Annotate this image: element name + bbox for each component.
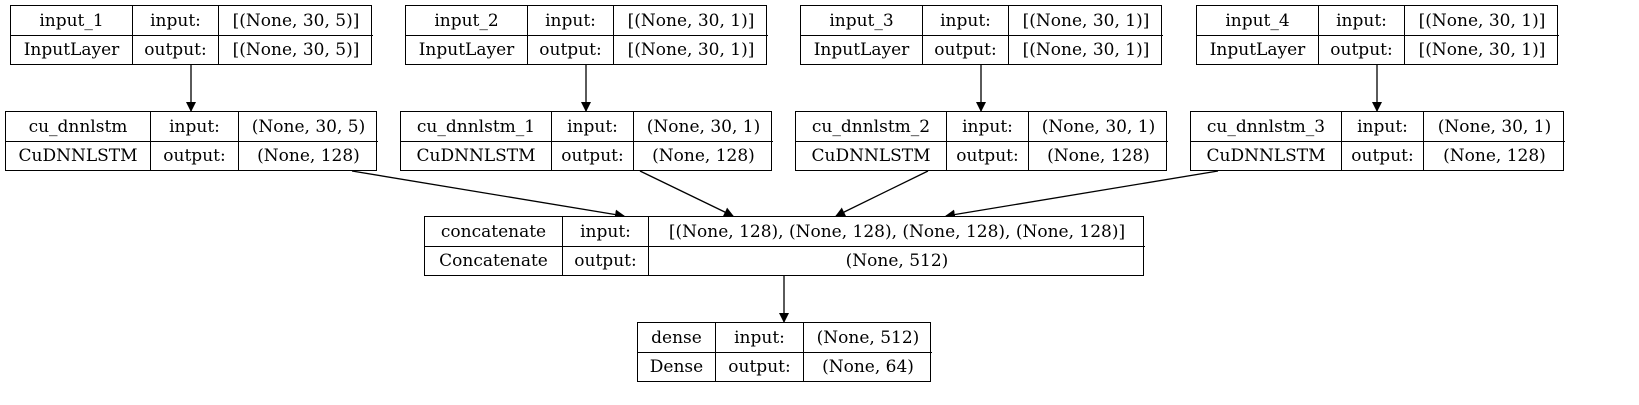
node-cu_dnnlstm: cu_dnnlstm input:(None, 30, 5) CuDNNLSTM ou… bbox=[5, 111, 378, 171]
layer-type: CuDNNLSTM bbox=[811, 146, 931, 166]
output-shape: (None, 512) bbox=[648, 247, 1145, 275]
layer-name: cu_dnnlstm bbox=[28, 116, 128, 137]
input-shape: [(None, 30, 5)] bbox=[218, 6, 373, 35]
input-label: input: bbox=[1318, 6, 1404, 35]
output-label: output: bbox=[922, 36, 1008, 64]
input-shape: (None, 512) bbox=[803, 323, 932, 352]
output-label: output: bbox=[132, 36, 218, 64]
node-row: Concatenate output:(None, 512) bbox=[425, 246, 1145, 275]
node-row: input_3 input:[(None, 30, 1)] bbox=[801, 6, 1163, 35]
input-shape: (None, 30, 1) bbox=[1028, 112, 1168, 141]
node-row: InputLayer output:[(None, 30, 1)] bbox=[406, 35, 768, 64]
output-shape: [(None, 30, 5)] bbox=[218, 36, 373, 64]
input-shape: [(None, 128), (None, 128), (None, 128), … bbox=[648, 217, 1145, 246]
node-input_1: input_1 input:[(None, 30, 5)] InputLayer ou… bbox=[10, 5, 373, 65]
edge-cu_dnnlstm_2-to-concatenate bbox=[835, 170, 929, 217]
node-input_3: input_3 input:[(None, 30, 1)] InputLayer ou… bbox=[800, 5, 1163, 65]
output-label: output: bbox=[1318, 36, 1404, 64]
output-label: output: bbox=[527, 36, 613, 64]
input-shape: (None, 30, 1) bbox=[633, 112, 773, 141]
edge-cu_dnnlstm_3-to-concatenate bbox=[945, 170, 1219, 220]
node-concatenate: concatenate input:[(None, 128), (None, 12… bbox=[424, 216, 1145, 276]
output-label: output: bbox=[551, 142, 633, 170]
edge-cu_dnnlstm-to-concatenate bbox=[351, 170, 625, 220]
input-label: input: bbox=[715, 323, 803, 352]
node-row: CuDNNLSTM output:(None, 128) bbox=[6, 141, 378, 170]
layer-name: cu_dnnlstm_1 bbox=[416, 116, 536, 137]
output-shape: (None, 128) bbox=[238, 142, 378, 170]
layer-type: CuDNNLSTM bbox=[416, 146, 536, 166]
node-row: InputLayer output:[(None, 30, 1)] bbox=[801, 35, 1163, 64]
input-label: input: bbox=[527, 6, 613, 35]
layer-type: Dense bbox=[649, 357, 704, 377]
node-row: InputLayer output:[(None, 30, 5)] bbox=[11, 35, 373, 64]
input-shape: [(None, 30, 1)] bbox=[1008, 6, 1163, 35]
node-row: dense input:(None, 512) bbox=[638, 323, 932, 352]
node-input_4: input_4 input:[(None, 30, 1)] InputLayer ou… bbox=[1196, 5, 1559, 65]
node-dense: dense input:(None, 512) Dense output:(None,… bbox=[637, 322, 932, 382]
layer-type: CuDNNLSTM bbox=[1206, 146, 1326, 166]
layer-name: concatenate bbox=[440, 221, 547, 242]
node-row: Dense output:(None, 64) bbox=[638, 352, 932, 381]
layer-name: cu_dnnlstm_2 bbox=[811, 116, 931, 137]
input-label: input: bbox=[1341, 112, 1423, 141]
output-shape: (None, 128) bbox=[1028, 142, 1168, 170]
output-shape: (None, 64) bbox=[803, 353, 932, 381]
layer-name: input_3 bbox=[829, 10, 894, 31]
input-shape: [(None, 30, 1)] bbox=[613, 6, 768, 35]
output-shape: [(None, 30, 1)] bbox=[1008, 36, 1163, 64]
node-input_2: input_2 input:[(None, 30, 1)] InputLayer ou… bbox=[405, 5, 768, 65]
output-shape: [(None, 30, 1)] bbox=[613, 36, 768, 64]
output-shape: (None, 128) bbox=[1423, 142, 1565, 170]
node-row: CuDNNLSTM output:(None, 128) bbox=[796, 141, 1168, 170]
output-label: output: bbox=[715, 353, 803, 381]
node-row: cu_dnnlstm_1 input:(None, 30, 1) bbox=[401, 112, 773, 141]
input-label: input: bbox=[946, 112, 1028, 141]
input-label: input: bbox=[922, 6, 1008, 35]
layer-name: cu_dnnlstm_3 bbox=[1206, 116, 1326, 137]
layer-name: input_2 bbox=[434, 10, 499, 31]
layer-type: InputLayer bbox=[418, 40, 515, 60]
node-row: input_2 input:[(None, 30, 1)] bbox=[406, 6, 768, 35]
input-shape: [(None, 30, 1)] bbox=[1404, 6, 1559, 35]
input-label: input: bbox=[562, 217, 648, 246]
output-shape: [(None, 30, 1)] bbox=[1404, 36, 1559, 64]
node-row: cu_dnnlstm input:(None, 30, 5) bbox=[6, 112, 378, 141]
layer-name: dense bbox=[651, 327, 702, 348]
output-label: output: bbox=[562, 247, 648, 275]
layer-type: Concatenate bbox=[439, 251, 548, 271]
node-row: cu_dnnlstm_2 input:(None, 30, 1) bbox=[796, 112, 1168, 141]
input-label: input: bbox=[132, 6, 218, 35]
node-row: cu_dnnlstm_3 input:(None, 30, 1) bbox=[1191, 112, 1565, 141]
output-label: output: bbox=[150, 142, 238, 170]
layer-type: InputLayer bbox=[1209, 40, 1306, 60]
output-shape: (None, 128) bbox=[633, 142, 773, 170]
node-row: input_4 input:[(None, 30, 1)] bbox=[1197, 6, 1559, 35]
node-row: CuDNNLSTM output:(None, 128) bbox=[401, 141, 773, 170]
input-shape: (None, 30, 1) bbox=[1423, 112, 1565, 141]
node-row: input_1 input:[(None, 30, 5)] bbox=[11, 6, 373, 35]
node-row: concatenate input:[(None, 128), (None, 12… bbox=[425, 217, 1145, 246]
layer-type: InputLayer bbox=[23, 40, 120, 60]
layer-type: InputLayer bbox=[813, 40, 910, 60]
layer-name: input_4 bbox=[1225, 10, 1290, 31]
layer-name: input_1 bbox=[39, 10, 104, 31]
output-label: output: bbox=[1341, 142, 1423, 170]
input-label: input: bbox=[150, 112, 238, 141]
layer-type: CuDNNLSTM bbox=[18, 146, 138, 166]
node-row: CuDNNLSTM output:(None, 128) bbox=[1191, 141, 1565, 170]
input-label: input: bbox=[551, 112, 633, 141]
edge-cu_dnnlstm_1-to-concatenate bbox=[639, 170, 734, 217]
output-label: output: bbox=[946, 142, 1028, 170]
node-row: InputLayer output:[(None, 30, 1)] bbox=[1197, 35, 1559, 64]
input-shape: (None, 30, 5) bbox=[238, 112, 378, 141]
